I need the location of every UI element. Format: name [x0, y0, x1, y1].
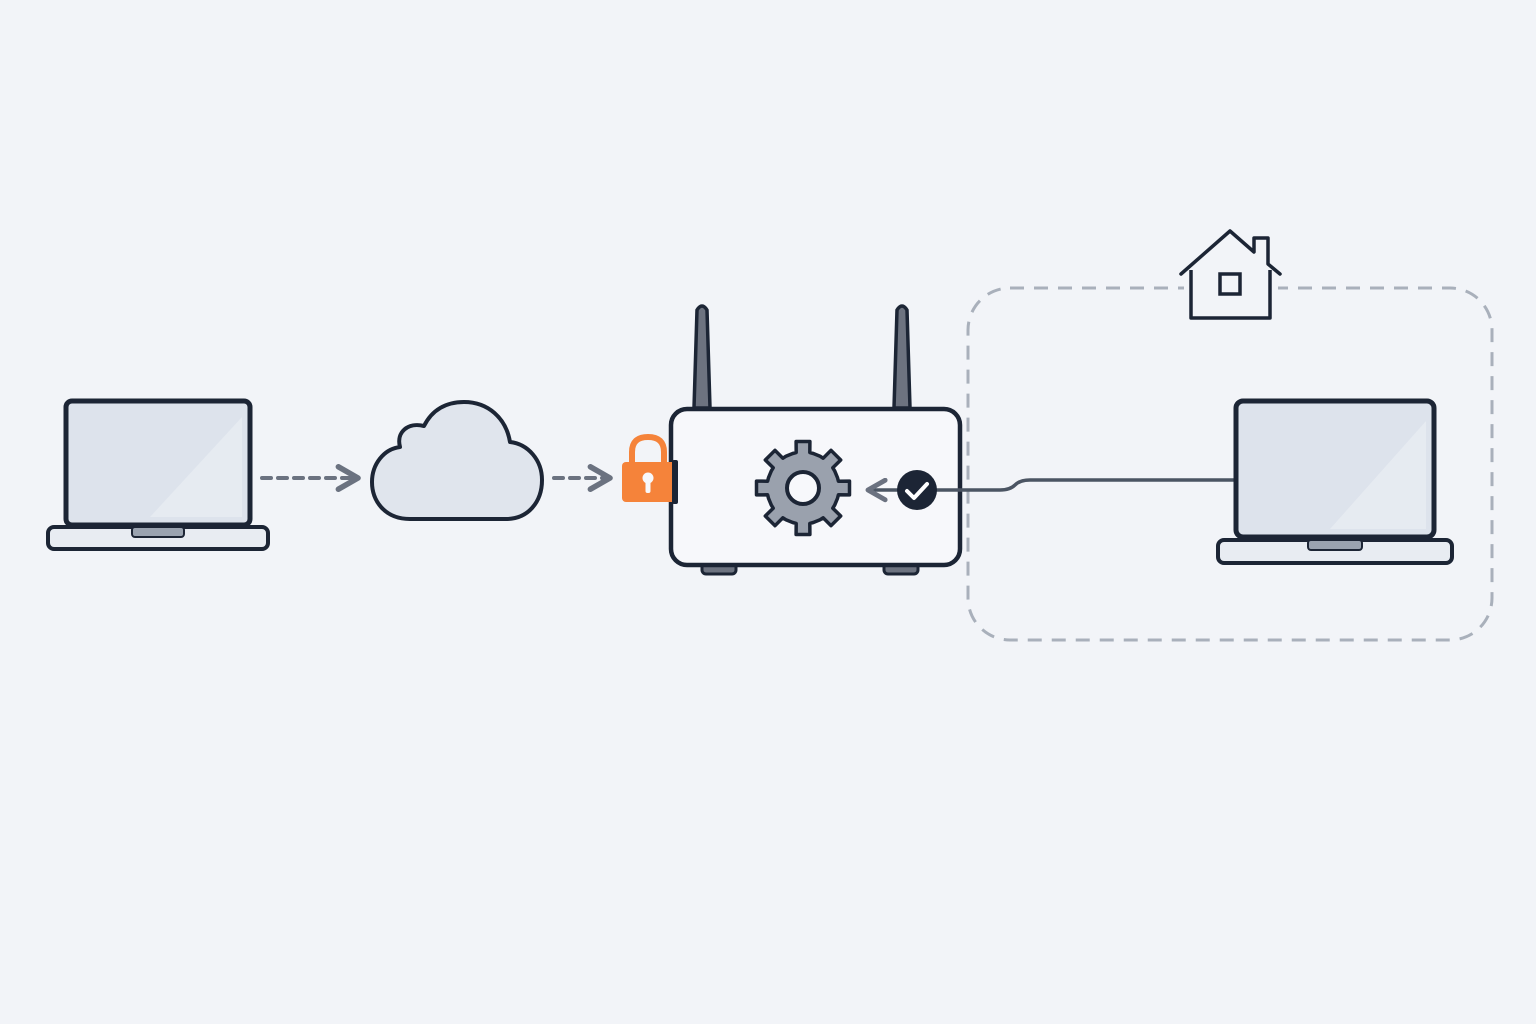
gear-icon	[754, 439, 852, 537]
padlock-icon	[622, 433, 678, 504]
check-circle-icon	[897, 470, 937, 510]
laptop-icon	[46, 398, 270, 551]
edge-local-laptop-to-router	[865, 477, 1238, 503]
house-icon	[1179, 229, 1282, 324]
remote-laptop	[46, 398, 270, 551]
antenna-right	[892, 304, 912, 410]
local-laptop	[1216, 398, 1454, 565]
laptop-icon	[1216, 398, 1454, 565]
cloud-icon	[370, 400, 544, 521]
internet-cloud	[370, 400, 544, 521]
antenna-left	[692, 304, 712, 410]
home-network-zone	[966, 229, 1494, 642]
router	[668, 304, 963, 576]
